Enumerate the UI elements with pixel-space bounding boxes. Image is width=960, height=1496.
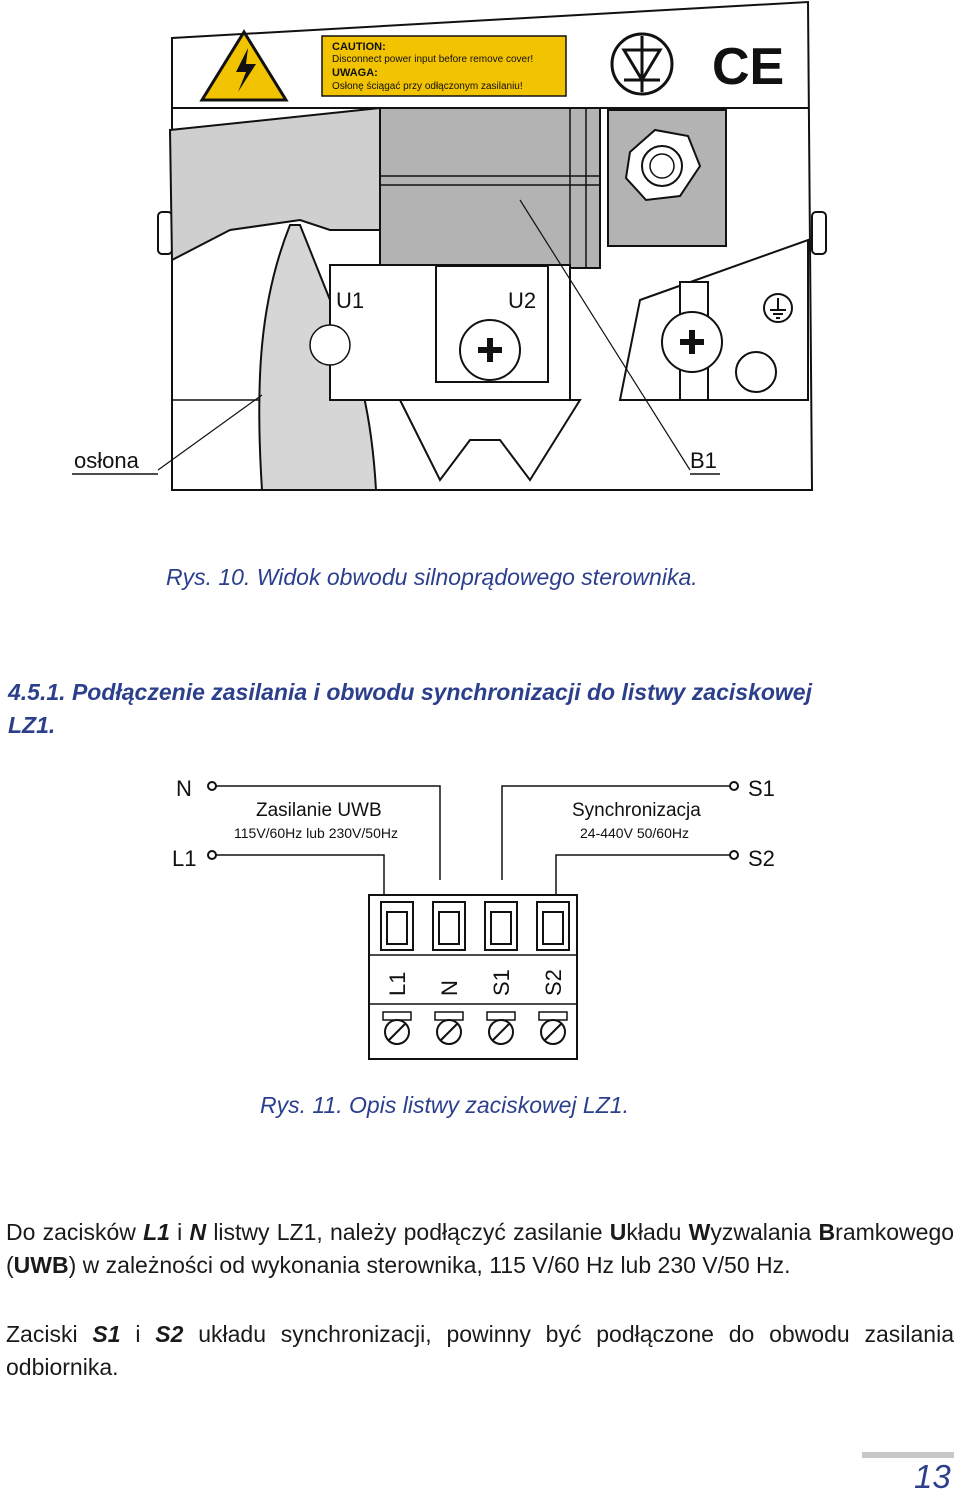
terminal-label: S1 — [489, 969, 514, 996]
ground-icon — [763, 293, 793, 323]
text: układu synchronizacji, powinny być podłą… — [6, 1321, 954, 1380]
label-b1: B1 — [690, 448, 717, 473]
term-s1: S1 — [92, 1321, 121, 1347]
acronym-letter: B — [818, 1219, 836, 1245]
term-l1: L1 — [143, 1219, 170, 1245]
figure-10-caption: Rys. 10. Widok obwodu silnoprądowego ste… — [166, 564, 698, 590]
high-voltage-warning-icon — [199, 29, 289, 102]
label-s1: S1 — [748, 776, 775, 801]
sync-title: Synchronizacja — [572, 800, 701, 821]
text: listwy LZ1, należy podłączyć zasilanie — [213, 1219, 603, 1245]
terminal-s2: S2 — [536, 901, 570, 1045]
text: ramkowego ( — [6, 1219, 955, 1278]
terminal-s1: S1 — [484, 901, 518, 1045]
certification-mark-icon — [610, 32, 674, 96]
sync-spec: 24-440V 50/60Hz — [580, 825, 689, 841]
acronym-letter: U — [609, 1219, 627, 1245]
terminal-label: S2 — [541, 969, 566, 996]
page-number-bar — [862, 1452, 954, 1458]
text: i — [177, 1219, 183, 1245]
paragraph-2: Zaciski S1 i S2 układu synchronizacji, p… — [6, 1318, 954, 1384]
figure-10-controller-view: CAUTION: Disconnect power input before r… — [72, 0, 827, 491]
label-u1: U1 — [336, 288, 364, 313]
figure-11-terminal-strip: N L1 S1 S2 Zasilanie UWB 115V/60Hz lub 2… — [172, 776, 775, 1060]
terminal-l1: L1 — [380, 901, 414, 1045]
term-s2: S2 — [155, 1321, 184, 1347]
section-heading: 4.5.1. Podłączenie zasilania i obwodu sy… — [8, 676, 828, 742]
caution-text: Disconnect power input before remove cov… — [332, 54, 533, 65]
bus-bar — [379, 107, 601, 269]
ce-mark-icon: CE — [712, 38, 784, 96]
figure-11-caption: Rys. 11. Opis listwy zaciskowej LZ1. — [260, 1092, 629, 1118]
caution-label — [321, 35, 567, 97]
uwaga-title: UWAGA: — [332, 67, 378, 79]
text: yzwalania — [710, 1219, 812, 1245]
terminal-n: N — [432, 901, 466, 1045]
text: ) w zależności od wykonania sterownika, … — [68, 1252, 791, 1278]
label-n: N — [176, 776, 192, 801]
paragraph-1: Do zacisków L1 i N listwy LZ1, należy po… — [6, 1216, 954, 1282]
text: kładu — [626, 1219, 682, 1245]
terminal-label: N — [437, 980, 462, 996]
label-l1: L1 — [172, 846, 196, 871]
term-n: N — [189, 1219, 207, 1245]
section-title: Podłączenie zasilania i obwodu synchroni… — [8, 679, 812, 738]
label-u2: U2 — [508, 288, 536, 313]
uwaga-text: Osłonę ściągać przy odłączonym zasilaniu… — [332, 81, 523, 92]
label-oslona: osłona — [74, 448, 140, 473]
power-title: Zasilanie UWB — [256, 800, 382, 821]
terminal-label: L1 — [385, 972, 410, 996]
acronym-letter: W — [688, 1219, 711, 1245]
section-number: 4.5.1. — [8, 679, 66, 705]
power-spec: 115V/60Hz lub 230V/50Hz — [234, 825, 398, 841]
acronym-uwb: UWB — [13, 1252, 69, 1278]
text: Do zacisków — [6, 1219, 136, 1245]
text: i — [135, 1321, 141, 1347]
caution-title: CAUTION: — [332, 41, 386, 53]
text: Zaciski — [6, 1321, 78, 1347]
page-number: 13 — [914, 1458, 951, 1495]
label-s2: S2 — [748, 846, 775, 871]
